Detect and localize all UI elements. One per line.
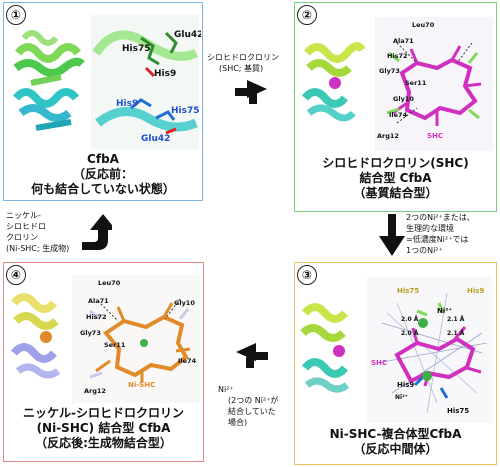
protein-ribbon bbox=[301, 42, 366, 122]
caption-line: Ni-SHC-複合体型CfbA bbox=[329, 427, 462, 441]
arrow-label-line: 生理的な環境 bbox=[406, 224, 454, 233]
panel-4-ni-shc-bound: ④ Leu70 Ala71 His72 Gly73 Ser11 Gly10 Il… bbox=[3, 262, 204, 462]
label-ni-bottom: Ni²⁺ bbox=[395, 394, 408, 401]
arrow-label-line: =低濃度Ni²⁺では bbox=[406, 235, 469, 244]
step-number-2: ② bbox=[297, 5, 317, 25]
label-his9-top: His9 bbox=[467, 287, 484, 295]
label-gly10: Gly10 bbox=[393, 95, 414, 103]
arrow-label-line: クロリン bbox=[6, 233, 38, 242]
arrow-label-line: シロヒドロ bbox=[6, 222, 46, 231]
arrow-2-to-3 bbox=[379, 214, 405, 256]
label-glu42-bottom: Glu42 bbox=[141, 134, 170, 144]
shc-bound-structure: Leu70 Ala71 His72 Gly73 Ser11 Gly10 Ile7… bbox=[301, 17, 493, 151]
label-his75-bottom: His75 bbox=[171, 106, 200, 116]
label-his72: His72 bbox=[86, 313, 107, 321]
intermediate-structure: His75 His9 Ni²⁺ 2.0 Å 2.1 Å 2.0 Å 2.1 Å … bbox=[300, 277, 493, 423]
arrow-label-line: 場合) bbox=[228, 418, 248, 427]
label-gly10: Gly10 bbox=[174, 299, 195, 307]
label-ile74: Ile74 bbox=[389, 111, 408, 119]
ni-shc-ligand bbox=[394, 302, 482, 399]
nickel-ion-bottom bbox=[422, 371, 432, 381]
label-ala71: Ala71 bbox=[393, 37, 414, 45]
protein-ribbon bbox=[10, 293, 61, 379]
label-his9-top: His9 bbox=[154, 69, 176, 79]
arrow-3-to-4 bbox=[236, 343, 268, 368]
label-ile74: Ile74 bbox=[178, 357, 197, 365]
caption-line: シロヒドロクロリン(SHC) bbox=[322, 156, 469, 170]
label-leu70: Leu70 bbox=[98, 279, 121, 287]
label-shc: SHC bbox=[371, 359, 387, 367]
caption-line: （基質結合型） bbox=[353, 186, 438, 200]
label-gly73: Gly73 bbox=[379, 67, 400, 75]
caption-line: CfbA bbox=[87, 152, 119, 166]
caption-line: （反応前： bbox=[72, 167, 133, 181]
label-his75-top: His75 bbox=[122, 44, 151, 54]
step-number-1: ① bbox=[6, 5, 26, 25]
caption-line: (Ni-SHC) 結合型 CfbA bbox=[36, 421, 171, 435]
label-arg12: Arg12 bbox=[377, 132, 399, 140]
arrow-3-4-label: Ni²⁺ (2つの Ni²⁺が 結合していた 場合) bbox=[218, 384, 278, 428]
label-ala71: Ala71 bbox=[88, 297, 109, 305]
arrow-2-3-label: 2つのNi²⁺または、 生理的な環境 =低濃度Ni²⁺では 1つのNi²⁺ bbox=[406, 212, 475, 256]
protein-ribbon-green bbox=[13, 30, 85, 86]
label-glu42-top: Glu42 bbox=[174, 30, 201, 40]
arrow-label-line: (SHC; 基質) bbox=[219, 64, 264, 73]
arrow-label-line: (2つの Ni²⁺が bbox=[228, 396, 279, 405]
label-his75-bottom: His75 bbox=[447, 407, 469, 415]
panel-1-apo-cfba: ① His75 Glu42 His9 His9 H bbox=[3, 2, 203, 201]
arrow-label-line: (Ni-SHC; 生成物) bbox=[6, 244, 70, 253]
label-ni-top: Ni²⁺ bbox=[437, 307, 452, 315]
label-his9-bottom: His9 bbox=[116, 99, 138, 109]
caption-line: 何も結合していない状態） bbox=[31, 182, 175, 196]
caption-panel-4: ニッケル-シロヒドロクロリン (Ni-SHC) 結合型 CfbA （反応後:生成… bbox=[4, 406, 203, 451]
caption-line: 結合型 CfbA bbox=[359, 171, 432, 185]
caption-line: （反応中間体） bbox=[353, 442, 438, 456]
arrow-4-1-label: ニッケル- シロヒドロ クロリン (Ni-SHC; 生成物) bbox=[6, 210, 69, 254]
arrow-4-to-1 bbox=[82, 214, 112, 250]
protein-ribbon-cyan bbox=[12, 88, 80, 131]
arrow-1-2-label: シロヒドロクロリン (SHC; 基質) bbox=[207, 52, 279, 74]
step-number-3: ③ bbox=[297, 265, 317, 285]
caption-line: ニッケル-シロヒドロクロリン bbox=[23, 406, 184, 420]
arrow-label-line: 結合していた bbox=[228, 407, 276, 416]
label-leu70: Leu70 bbox=[412, 21, 435, 29]
panel-3-ni-shc-intermediate: ③ His75 His9 Ni²⁺ 2.0 Å 2.1 Å 2.0 Å 2.1 … bbox=[294, 262, 497, 465]
arrow-label-line: シロヒドロクロリン bbox=[207, 53, 279, 62]
arrow-label-line: 1つのNi²⁺ bbox=[406, 246, 443, 255]
label-dist-4: 2.1 Å bbox=[447, 330, 465, 337]
label-ni-shc: Ni-SHC bbox=[128, 381, 155, 389]
caption-panel-3: Ni-SHC-複合体型CfbA （反応中間体） bbox=[295, 427, 496, 457]
active-site-zoom bbox=[91, 15, 199, 149]
label-dist-1: 2.0 Å bbox=[401, 316, 419, 323]
label-dist-2: 2.1 Å bbox=[447, 316, 465, 323]
ni-shc-product bbox=[72, 275, 200, 403]
arrow-1-to-2 bbox=[235, 80, 267, 104]
arrow-label-line: ニッケル- bbox=[6, 211, 41, 220]
label-ser11: Ser11 bbox=[104, 341, 126, 349]
label-ser11: Ser11 bbox=[405, 79, 427, 87]
label-dist-3: 2.0 Å bbox=[401, 330, 419, 337]
product-bound-structure: Leu70 Ala71 His72 Gly73 Ser11 Gly10 Ile7… bbox=[10, 275, 200, 403]
nickel-ion-top bbox=[418, 318, 428, 328]
apo-protein-structure: His75 Glu42 His9 His9 His75 Glu42 bbox=[12, 15, 201, 149]
arrow-label-line: Ni²⁺ bbox=[218, 385, 234, 394]
caption-panel-1: CfbA （反応前： 何も結合していない状態） bbox=[4, 152, 202, 197]
caption-line: （反応後:生成物結合型） bbox=[35, 436, 172, 450]
protein-ribbon bbox=[300, 303, 350, 393]
label-shc: SHC bbox=[427, 132, 443, 140]
panel-2-shc-bound: ② Leu70 Ala71 His72 Gly73 Ser11 Gly10 Il… bbox=[294, 2, 497, 212]
caption-panel-2: シロヒドロクロリン(SHC) 結合型 CfbA （基質結合型） bbox=[295, 156, 496, 201]
arrow-label-line: 2つのNi²⁺または、 bbox=[406, 213, 475, 222]
label-gly73: Gly73 bbox=[80, 329, 101, 337]
label-his9-bottom: His9 bbox=[397, 381, 414, 389]
label-his75-top: His75 bbox=[397, 287, 419, 295]
shc-ligand bbox=[375, 17, 493, 151]
step-number-4: ④ bbox=[6, 265, 26, 285]
label-arg12: Arg12 bbox=[84, 387, 106, 395]
label-his72: His72 bbox=[387, 52, 408, 60]
